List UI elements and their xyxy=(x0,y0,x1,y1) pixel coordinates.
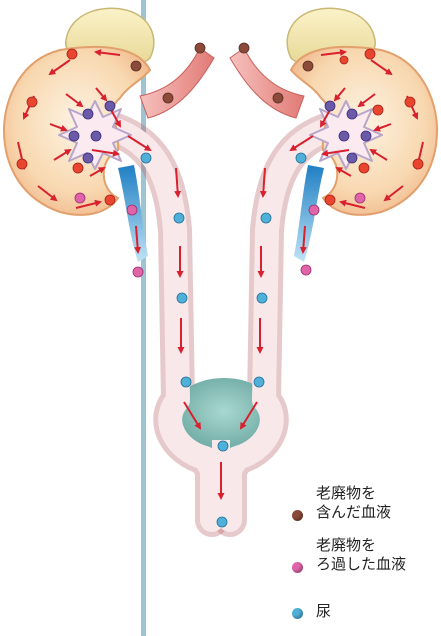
filtered-blood-swatch xyxy=(292,562,303,573)
legend-label-line1: 尿 xyxy=(316,602,331,621)
legend-label-line2: ろ過した血液 xyxy=(316,555,406,574)
waste-blood-swatch xyxy=(292,510,303,521)
right-renal-vein xyxy=(294,165,324,262)
filtered-blood-dots xyxy=(75,193,365,277)
legend-item-waste-blood: 老廃物を 含んだ血液 xyxy=(292,484,441,536)
left-renal-artery xyxy=(140,48,214,118)
legend-label-line1: 老廃物を xyxy=(316,484,391,503)
urine-swatch xyxy=(292,608,303,619)
legend-item-filtered-blood: 老廃物を ろ過した血液 xyxy=(292,536,441,588)
legend-item-urine: 尿 xyxy=(292,588,441,628)
legend-label-line1: 老廃物を xyxy=(316,536,406,555)
legend: 老廃物を 含んだ血液 老廃物を ろ過した血液 尿 xyxy=(292,484,441,628)
legend-label-line2: 含んだ血液 xyxy=(316,503,391,522)
